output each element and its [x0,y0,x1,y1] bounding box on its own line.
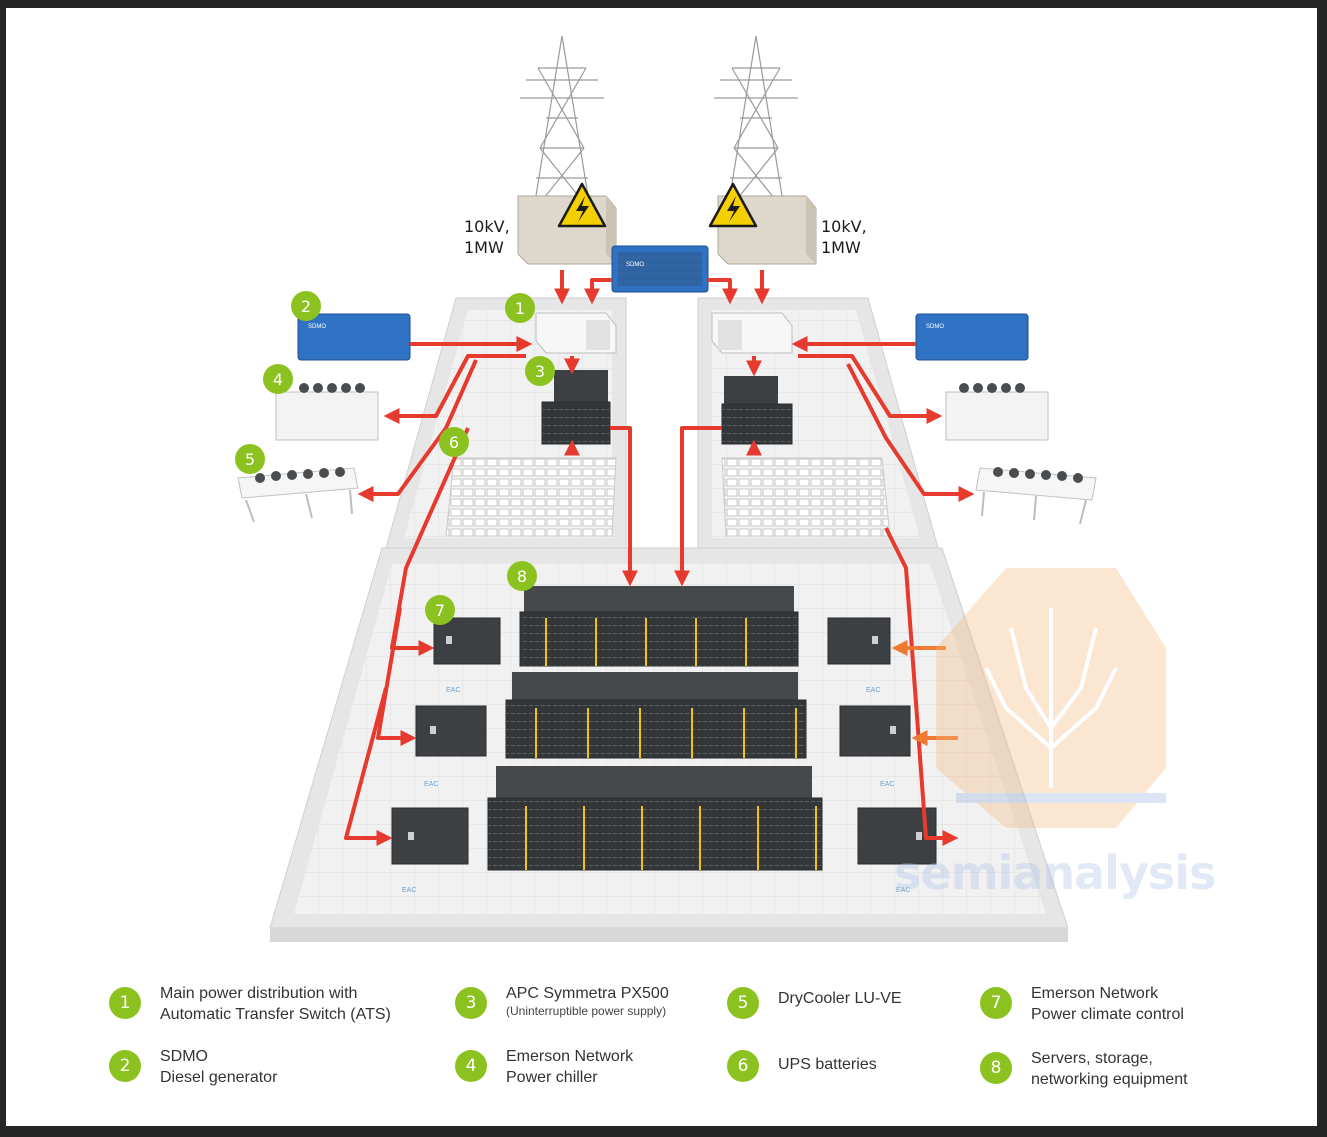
legend-number-badge: 5 [727,987,759,1019]
svg-text:4: 4 [273,370,283,389]
legend-number-badge: 8 [980,1052,1012,1084]
legend-item-1: 1 Main power distribution with Automatic… [109,983,391,1025]
drycooler-right [975,467,1097,525]
power-pylon-right [714,35,798,209]
crac-unit [827,617,891,665]
power-lines [344,270,975,846]
power-pylon-left [520,35,604,209]
legend-text: DryCooler LU-VE [778,983,902,1009]
chiller-right [945,383,1049,441]
server-racks [487,586,823,871]
legend-line: Servers, storage, [1031,1050,1153,1067]
crac-brand-label: EAC [880,781,894,788]
badge-1: 1 [505,293,535,323]
ups-units-left [541,370,611,445]
crac-brand-label: EAC [424,781,438,788]
legend-number-badge: 6 [727,1050,759,1082]
ats-cabinet-right [711,312,793,354]
legend-text: Main power distribution with Automatic T… [160,983,391,1025]
legend-item-8: 8 Servers, storage, networking equipment [980,1048,1188,1090]
badge-6: 6 [439,427,469,457]
legend-item-6: 6 UPS batteries [727,1046,877,1082]
legend-line: Main power distribution with [160,985,358,1002]
legend-line: Diesel generator [160,1069,278,1086]
legend-text: APC Symmetra PX500 (Uninterruptible powe… [506,983,669,1019]
legend-line: Power climate control [1031,1006,1184,1023]
svg-text:2: 2 [301,297,311,316]
generator-brand-label: SDMO [926,324,944,330]
crac-brand-label: EAC [446,687,460,694]
legend-line: Emerson Network [506,1048,634,1065]
legend-text: UPS batteries [778,1046,877,1075]
generator-brand-label: SDMO [308,324,326,330]
legend-number-badge: 2 [109,1050,141,1082]
legend-item-3: 3 APC Symmetra PX500 (Uninterruptible po… [455,983,669,1019]
generator-brand-label: SDMO [626,262,644,268]
voltage-label-right: 10kV, 1MW [821,217,867,257]
crac-brand-label: EAC [866,687,880,694]
badge-3: 3 [525,356,555,386]
diesel-generator-left: SDMO [297,313,411,361]
crac-unit [433,617,501,665]
ups-batteries-right [721,457,891,537]
svg-text:5: 5 [245,450,255,469]
legend-item-5: 5 DryCooler LU-VE [727,983,902,1019]
legend-item-4: 4 Emerson Network Power chiller [455,1046,633,1088]
svg-text:6: 6 [449,433,459,452]
legend-item-7: 7 Emerson Network Power climate control [980,983,1184,1025]
legend-line: APC Symmetra PX500 [506,985,669,1002]
drycooler-left [237,467,359,523]
legend-line: Automatic Transfer Switch (ATS) [160,1006,391,1023]
legend-number-badge: 7 [980,987,1012,1019]
svg-text:1: 1 [515,299,525,318]
generator-center: SDMO [611,245,709,293]
svg-text:3: 3 [535,362,545,381]
legend-line: Power chiller [506,1069,598,1086]
crac-brand-label: EAC [402,887,416,894]
legend-text: Emerson Network Power chiller [506,1046,633,1088]
svg-text:8: 8 [517,567,527,586]
crac-unit [839,705,911,757]
ups-units-right [721,376,793,445]
crac-unit [415,705,487,757]
legend-line: UPS batteries [778,1056,877,1073]
legend-line: Emerson Network [1031,985,1159,1002]
badge-7: 7 [425,595,455,625]
watermark-logo-icon [936,568,1166,828]
ats-cabinet-left [535,312,617,354]
legend-line: networking equipment [1031,1071,1188,1088]
legend-line: DryCooler LU-VE [778,990,902,1007]
legend-number-badge: 4 [455,1050,487,1082]
warning-icon [708,182,758,228]
voltage-label-left: 10kV, 1MW [464,217,510,257]
legend-number-badge: 3 [455,987,487,1019]
legend-number-badge: 1 [109,987,141,1019]
badge-4: 4 [263,364,293,394]
crac-brand-label: EAC [896,887,910,894]
badge-5: 5 [235,444,265,474]
legend-item-2: 2 SDMO Diesel generator [109,1046,277,1088]
svg-text:7: 7 [435,601,445,620]
transformer-left [517,195,617,265]
legend-text: Servers, storage, networking equipment [1031,1048,1188,1090]
legend-text: Emerson Network Power climate control [1031,983,1184,1025]
legend-text: SDMO Diesel generator [160,1046,277,1088]
diesel-generator-right: SDMO [915,313,1029,361]
legend-subtext: (Uninterruptible power supply) [506,1004,667,1018]
badge-8: 8 [507,561,537,591]
cooling-lines [891,640,958,746]
data-center-diagram: SDMO [235,35,1166,942]
warning-icon [557,182,607,228]
legend-line: SDMO [160,1048,208,1065]
chiller-left [275,383,379,441]
watermark-text: semianalysis [894,846,1216,900]
ups-batteries-left [445,457,617,537]
crac-unit [391,807,469,865]
badge-2: 2 [291,291,321,321]
diagram-frame: SDMO [6,8,1317,1126]
